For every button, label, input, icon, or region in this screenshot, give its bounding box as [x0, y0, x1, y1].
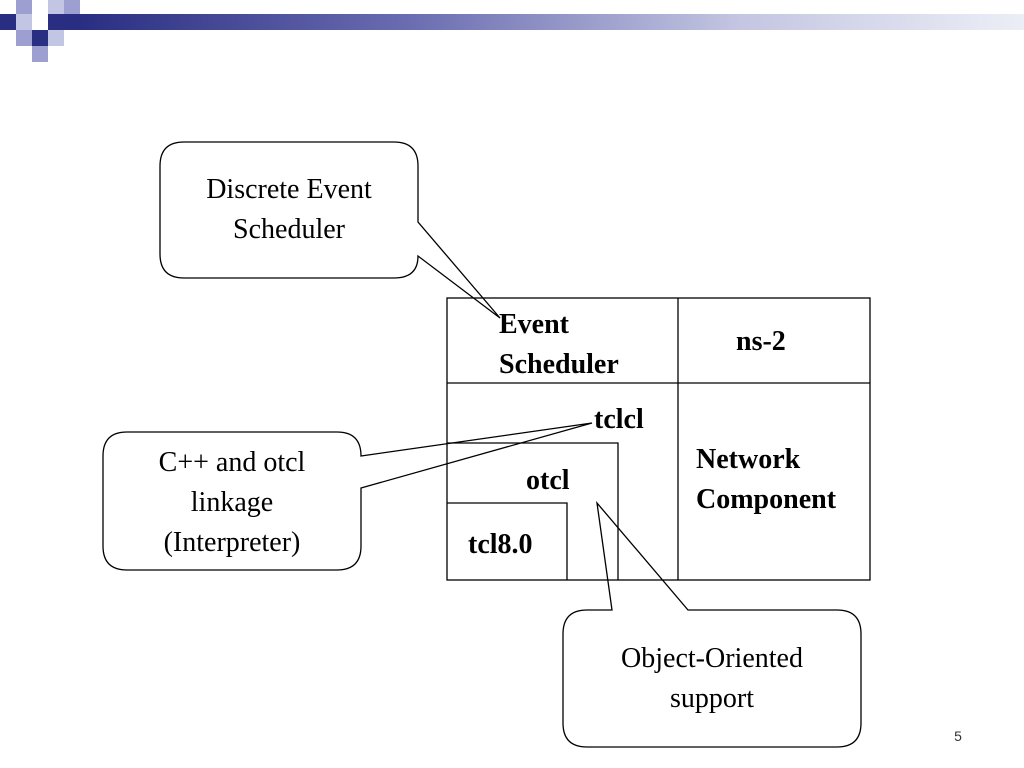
- event-scheduler-line2: Scheduler: [499, 349, 619, 380]
- architecture-outer-box: [446, 297, 871, 581]
- header-square: [16, 30, 32, 46]
- scheduler-callout-line2: Scheduler: [233, 214, 345, 245]
- header-square: [64, 0, 80, 16]
- object-oriented-callout-bubble: [562, 500, 862, 748]
- header-square: [64, 14, 80, 30]
- header-square: [16, 14, 32, 30]
- otcl-label: otcl: [526, 465, 570, 496]
- network-component-line2: Component: [696, 484, 837, 515]
- ns2-label: ns-2: [736, 326, 786, 357]
- header-square: [48, 30, 64, 46]
- network-component-line1: Network: [696, 444, 801, 475]
- event-scheduler-line1: Event: [499, 309, 569, 340]
- header-gradient-bar: [80, 14, 1024, 30]
- scheduler-callout-text: Discrete Event Scheduler: [160, 170, 418, 250]
- header-square: [32, 46, 48, 62]
- header-square: [0, 14, 16, 30]
- linkage-callout-line1: C++ and otcl: [158, 447, 306, 478]
- object-oriented-callout-line2: support: [670, 683, 754, 714]
- tcl80-label: tcl8.0: [468, 529, 533, 560]
- header-square: [48, 0, 64, 16]
- linkage-callout-line2: linkage: [190, 487, 274, 518]
- header-square: [16, 0, 32, 16]
- linkage-callout-line3: (Interpreter): [163, 527, 301, 558]
- linkage-callout-text: C++ and otcl linkage (Interpreter): [103, 443, 361, 563]
- otcl-layer-box: [447, 442, 619, 580]
- scheduler-callout-line1: Discrete Event: [206, 174, 372, 205]
- tcl80-layer-box: [447, 502, 568, 580]
- object-oriented-callout-line1: Object-Oriented: [621, 643, 803, 674]
- object-oriented-callout-text: Object-Oriented support: [563, 639, 861, 719]
- header-decoration: [0, 0, 1024, 64]
- header-square: [32, 0, 48, 16]
- network-component-label: Network Component: [696, 440, 836, 520]
- event-scheduler-label: Event Scheduler: [499, 305, 619, 385]
- header-square: [32, 30, 48, 46]
- scheduler-callout-bubble: [159, 141, 501, 319]
- linkage-callout-bubble: [102, 422, 593, 571]
- slide-number: 5: [954, 728, 962, 744]
- tclcl-label: tclcl: [594, 404, 644, 435]
- header-square: [48, 14, 64, 30]
